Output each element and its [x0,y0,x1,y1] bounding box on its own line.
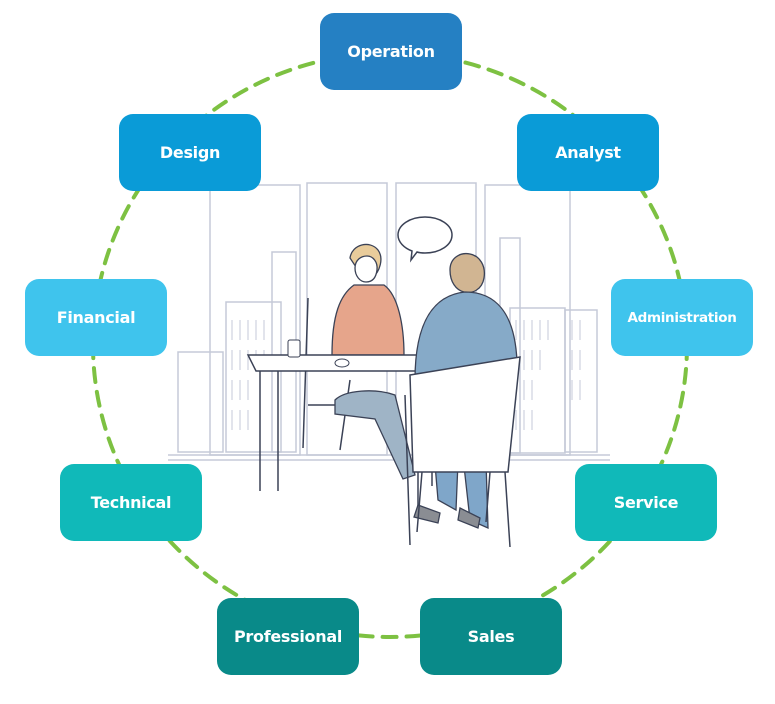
node-sales: Sales [420,598,562,675]
node-label: Technical [90,493,172,512]
node-label: Professional [233,627,343,646]
node-technical: Technical [60,464,202,541]
node-design: Design [119,114,261,191]
node-label: Sales [467,627,515,646]
node-label: Service [613,493,679,512]
node-financial: Financial [25,279,167,356]
node-label: Design [159,143,221,162]
node-administration: Administration [611,279,753,356]
job-interview-illustration [168,182,610,548]
node-service: Service [575,464,717,541]
node-professional: Professional [217,598,359,675]
node-analyst: Analyst [517,114,659,191]
node-operation: Operation [320,13,462,90]
node-label: Operation [347,42,435,61]
node-label: Administration [627,309,737,326]
node-label: Analyst [555,143,621,162]
node-label: Financial [56,308,136,327]
